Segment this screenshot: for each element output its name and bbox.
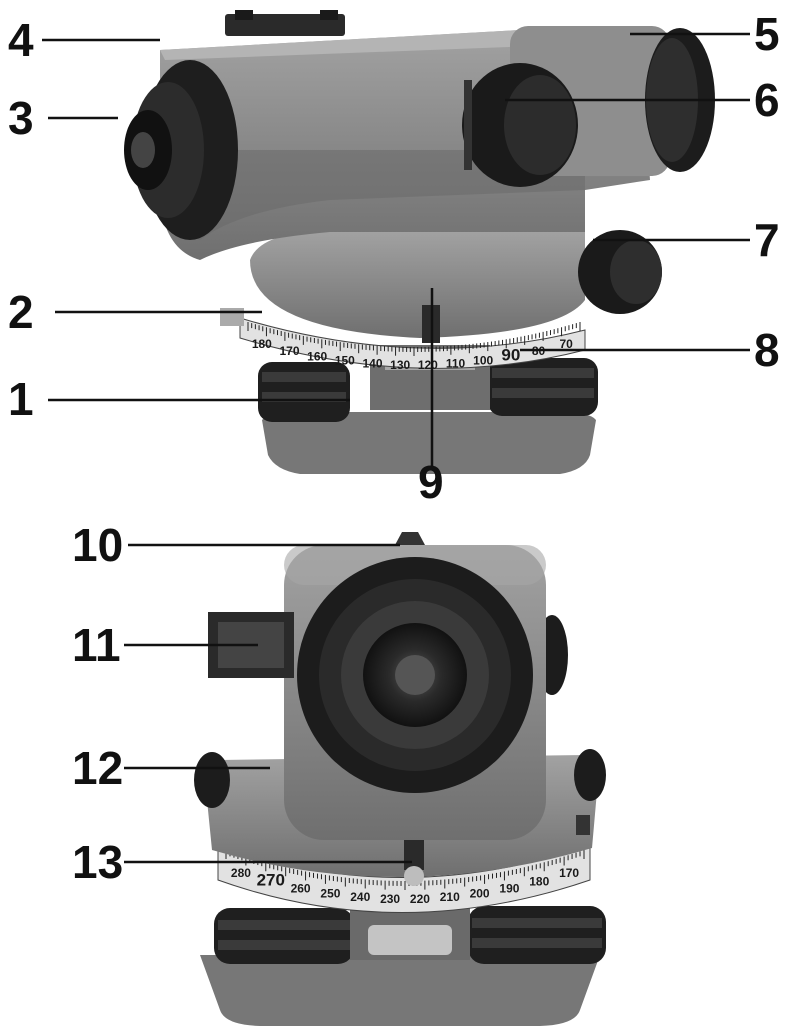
- top-scale-label: 130: [390, 358, 410, 372]
- top-scale-label: 70: [559, 337, 573, 351]
- top-scale-label: 160: [307, 349, 327, 363]
- bottom-scale-label: 210: [440, 890, 460, 904]
- top-scale-label: 90: [501, 345, 520, 364]
- top-scale-label: 180: [252, 337, 272, 351]
- eyepiece-left: [124, 60, 238, 240]
- callout-8: 8: [754, 324, 780, 376]
- focusing-knob: [462, 63, 578, 187]
- callout-7: 7: [754, 214, 780, 266]
- bottom-scale-label: 230: [380, 892, 400, 906]
- top-scale-label: 100: [473, 354, 493, 368]
- front-clamp: [576, 815, 590, 835]
- callout-11: 11: [72, 619, 121, 671]
- callout-12: 12: [72, 742, 123, 794]
- front-leveling-screw-left: [214, 908, 354, 964]
- base-plate: [262, 412, 596, 474]
- top-scale-label: 140: [362, 356, 382, 370]
- optical-sight: [225, 14, 345, 36]
- callout-4: 4: [8, 14, 34, 66]
- bottom-scale-label: 270: [257, 871, 285, 890]
- callout-labels: 1 2 3 4 5 6 7 8 9 10 11 12 13: [8, 8, 780, 888]
- front-base-plate: [200, 955, 600, 1026]
- objective-lens: [297, 557, 533, 793]
- callout-5: 5: [754, 8, 780, 60]
- bottom-scale-label: 190: [499, 881, 519, 895]
- callout-3: 3: [8, 92, 34, 144]
- bottom-scale-label: 170: [559, 866, 579, 880]
- bottom-scale-label: 280: [231, 866, 251, 880]
- top-scale-label: 110: [446, 356, 466, 370]
- top-scale-label: 170: [279, 344, 299, 358]
- tangent-screw-knob: [578, 230, 662, 314]
- leveling-screw-left: [258, 362, 350, 422]
- callout-6: 6: [754, 74, 780, 126]
- bottom-scale-label: 250: [320, 887, 340, 901]
- clamp-screw: [220, 308, 244, 326]
- lower-housing: [250, 230, 585, 338]
- bottom-scale-label: 240: [350, 890, 370, 904]
- bottom-scale-label: 200: [470, 887, 490, 901]
- leveling-screw-right: [488, 358, 598, 416]
- callout-2: 2: [8, 286, 34, 338]
- callout-10: 10: [72, 519, 123, 571]
- callout-9: 9: [418, 456, 444, 508]
- front-index-pin: [404, 840, 424, 870]
- callout-1: 1: [8, 373, 34, 425]
- front-sight: [395, 532, 425, 545]
- leader-lines-bottom: [124, 543, 412, 864]
- bottom-scale-label: 180: [529, 875, 549, 889]
- top-scale-label: 150: [335, 354, 355, 368]
- leader-lines-top: [42, 32, 750, 470]
- top-scale-label: 120: [418, 358, 438, 372]
- bottom-scale-label: 260: [291, 881, 311, 895]
- callout-13: 13: [72, 836, 123, 888]
- front-knob-left: [194, 752, 230, 808]
- front-leveling-screw-right: [468, 906, 606, 964]
- auto-level-front-view: 280 270 260 250 240 230 220 210 200 190 180 170: [194, 532, 606, 1026]
- bottom-scale-label: 220: [410, 892, 430, 906]
- front-knob-right: [574, 749, 606, 801]
